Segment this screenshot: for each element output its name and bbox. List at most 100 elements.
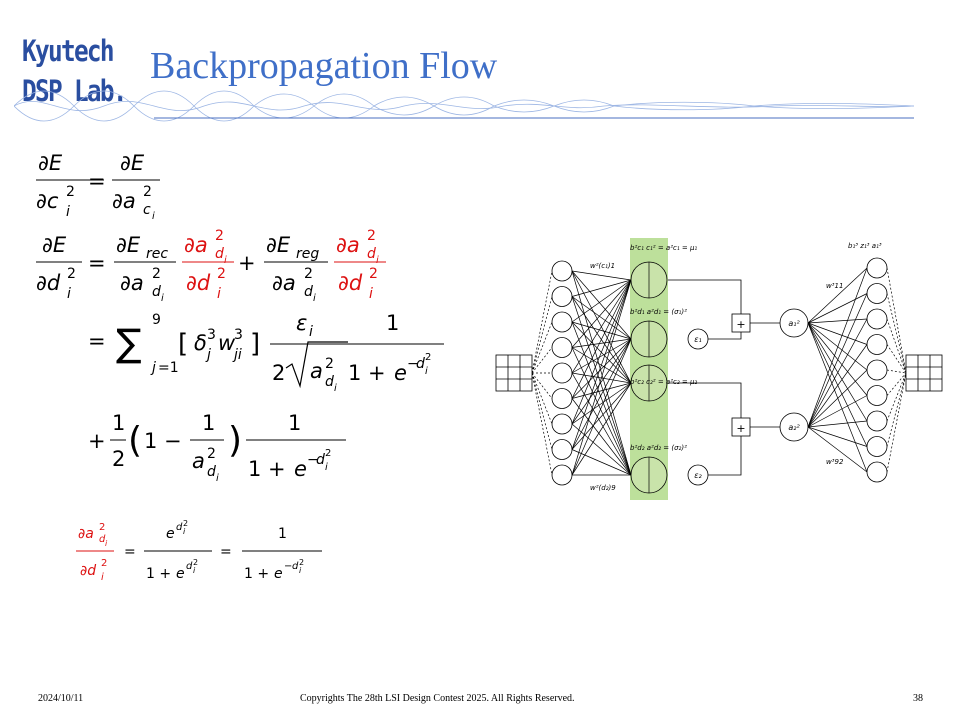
output-image-grid	[905, 354, 943, 392]
svg-text:2: 2	[112, 447, 125, 471]
connection-line	[807, 395, 868, 428]
connection-line	[807, 318, 868, 428]
connection-line	[807, 322, 868, 371]
svg-text:reg: reg	[296, 246, 319, 262]
connection-line	[886, 372, 907, 422]
connection-line	[807, 426, 868, 447]
svg-text:i: i	[369, 286, 373, 302]
svg-text:∂E: ∂E	[116, 233, 141, 257]
footer-date: 2024/10/11	[38, 693, 84, 704]
logo-line1: Kyutech	[22, 34, 115, 68]
svg-text:1 +: 1 +	[244, 566, 269, 582]
svg-text:∑: ∑	[116, 321, 142, 365]
connection-line	[886, 372, 907, 396]
svg-text:]: ]	[250, 329, 260, 359]
connection-line	[571, 338, 632, 476]
svg-text:∂a: ∂a	[272, 271, 296, 295]
svg-text:2: 2	[101, 558, 107, 569]
svg-text:d: d	[316, 452, 325, 468]
connection-line	[531, 321, 553, 374]
svg-text:w³11: w³11	[826, 282, 843, 290]
svg-text:2: 2	[207, 446, 216, 462]
svg-text:2: 2	[217, 266, 226, 282]
svg-text:∂d: ∂d	[338, 271, 363, 295]
equation-dE-dd: ∂E ∂d 2 i = ∂E rec ∂a 2 d i ∂a 2 d i ∂d …	[36, 228, 386, 304]
connection-line	[531, 372, 553, 399]
svg-text:1: 1	[288, 411, 301, 435]
svg-text:2: 2	[304, 266, 313, 282]
connection-line	[807, 369, 868, 428]
connection-line	[571, 279, 632, 476]
connection-line	[807, 322, 868, 473]
slide-title: Backpropagation Flow	[150, 45, 498, 87]
svg-text:ε: ε	[296, 311, 307, 335]
svg-text:i: i	[224, 255, 227, 266]
svg-text:i: i	[425, 366, 428, 377]
connection-line	[807, 318, 868, 324]
connection-line	[886, 318, 907, 374]
connection-line	[571, 398, 632, 476]
input-node	[551, 362, 573, 384]
connection-line	[571, 279, 632, 374]
svg-text:c: c	[143, 202, 151, 218]
svg-text:rec: rec	[146, 246, 168, 262]
connection-line	[531, 347, 553, 374]
svg-text:2: 2	[272, 361, 285, 385]
svg-text:i: i	[309, 324, 313, 340]
svg-text:w³92: w³92	[826, 458, 844, 466]
input-node	[551, 413, 573, 435]
svg-text:∂E: ∂E	[38, 151, 63, 175]
connection-line	[531, 372, 553, 476]
connection-line	[571, 279, 632, 450]
svg-text:i: i	[299, 566, 302, 575]
svg-text:=: =	[220, 544, 232, 560]
svg-text:∂a: ∂a	[120, 271, 144, 295]
svg-text:i: i	[67, 286, 71, 302]
svg-text:a: a	[310, 359, 323, 383]
svg-text:b₁³ z₁³ a₁³: b₁³ z₁³ a₁³	[848, 242, 882, 250]
svg-text:2: 2	[193, 558, 198, 567]
svg-text:e: e	[274, 566, 283, 582]
svg-text:i: i	[376, 255, 379, 266]
output-node	[866, 410, 888, 432]
svg-text:[: [	[178, 329, 188, 359]
logo: Kyutech DSP Lab.	[20, 32, 140, 116]
svg-text:j: j	[205, 347, 211, 363]
connection-line	[571, 270, 632, 476]
svg-text:j: j	[150, 360, 156, 376]
svg-text:∂a: ∂a	[336, 233, 360, 257]
connection-line	[531, 296, 553, 374]
svg-text:∂d: ∂d	[36, 271, 61, 295]
svg-text:d: d	[215, 246, 224, 262]
connection-line	[571, 449, 632, 476]
svg-text:2: 2	[299, 558, 304, 567]
svg-text:ε₁: ε₁	[694, 335, 702, 344]
svg-text:∂a: ∂a	[78, 526, 94, 542]
svg-text:b²d₁ a²d₁ = (σ₁)²: b²d₁ a²d₁ = (σ₁)²	[630, 308, 687, 316]
svg-text:(: (	[128, 420, 142, 461]
svg-text:1: 1	[278, 526, 287, 542]
connection-line	[807, 322, 868, 447]
svg-text:∂E: ∂E	[266, 233, 291, 257]
svg-text:+: +	[736, 318, 745, 331]
svg-text:2: 2	[215, 228, 224, 244]
svg-text:w²(c₁)1: w²(c₁)1	[590, 262, 615, 270]
svg-text:d: d	[292, 561, 299, 572]
connection-line	[571, 338, 632, 374]
connection-line	[571, 279, 632, 323]
equation-sum-term: = ∑ 9 j =1 [ δ 3 j w 3 ji ] ε i 2 a 2 d …	[88, 311, 444, 394]
svg-text:=: =	[88, 169, 106, 193]
svg-text:d: d	[416, 356, 425, 372]
connection-line	[571, 347, 632, 476]
equation-regularization-term: + 1 2 ( 1 − 1 a 2 d i ) 1 1 + e − d 2 i	[88, 411, 346, 484]
svg-text:i: i	[152, 211, 155, 222]
svg-text:w: w	[218, 331, 236, 355]
connection-line	[571, 296, 632, 340]
svg-text:d: d	[152, 284, 161, 300]
svg-text:a₁²: a₁²	[788, 319, 800, 328]
connection-line	[571, 382, 632, 425]
input-node	[551, 439, 573, 460]
page-number: 38	[913, 693, 923, 704]
svg-text:b²d₂ a²d₂ = (σ₂)²: b²d₂ a²d₂ = (σ₂)²	[630, 444, 687, 452]
input-image-grid	[495, 354, 533, 392]
